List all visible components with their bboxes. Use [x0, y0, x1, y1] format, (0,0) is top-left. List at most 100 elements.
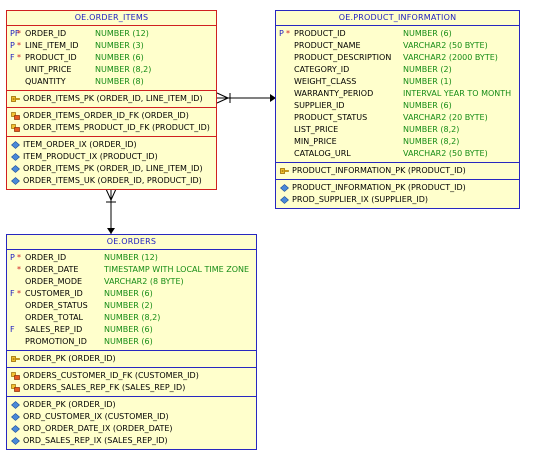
- column-type: NUMBER (2): [403, 65, 452, 74]
- column-name: SALES_REP_ID: [25, 325, 83, 334]
- key-flag: P: [10, 253, 15, 262]
- index-row[interactable]: PRODUCT_INFORMATION_PK (PRODUCT_ID): [276, 182, 519, 194]
- column-name: PRODUCT_STATUS: [294, 113, 368, 122]
- column-name: CUSTOMER_ID: [25, 289, 83, 298]
- foreign-key-row[interactable]: ORDER_ITEMS_ORDER_ID_FK (ORDER_ID): [7, 110, 216, 122]
- index-diamond-icon: [11, 400, 20, 409]
- primary-keys-section: PRODUCT_INFORMATION_PK (PRODUCT_ID): [276, 163, 519, 180]
- required-marker: *: [17, 41, 21, 50]
- primary-key-row-label: ORDER_PK (ORDER_ID): [23, 354, 116, 363]
- column-row[interactable]: MIN_PRICE NUMBER (8,2): [276, 136, 519, 148]
- column-name: ORDER_DATE: [25, 265, 79, 274]
- index-row[interactable]: ITEM_ORDER_IX (ORDER_ID): [7, 139, 216, 151]
- foreign-key-row[interactable]: ORDERS_SALES_REP_FK (SALES_REP_ID): [7, 382, 256, 394]
- column-type: VARCHAR2 (8 BYTE): [104, 277, 184, 286]
- entity-title: OE.PRODUCT_INFORMATION: [276, 11, 519, 26]
- column-type: NUMBER (8,2): [403, 137, 460, 146]
- index-row[interactable]: ORDER_ITEMS_UK (ORDER_ID, PRODUCT_ID): [7, 175, 216, 187]
- index-row-label: PROD_SUPPLIER_IX (SUPPLIER_ID): [292, 195, 429, 204]
- index-row-label: ORD_SALES_REP_IX (SALES_REP_ID): [23, 436, 168, 445]
- column-type: NUMBER (12): [104, 253, 158, 262]
- column-name: ORDER_STATUS: [25, 301, 88, 310]
- column-name: PRODUCT_ID: [294, 29, 346, 38]
- foreign-key-icon: [11, 111, 20, 120]
- primary-keys-section: ORDER_ITEMS_PK (ORDER_ID, LINE_ITEM_ID): [7, 91, 216, 108]
- indexes-section: ORDER_PK (ORDER_ID)ORD_CUSTOMER_IX (CUST…: [7, 397, 256, 449]
- index-row[interactable]: ORD_ORDER_DATE_IX (ORDER_DATE): [7, 423, 256, 435]
- column-row[interactable]: WEIGHT_CLASS NUMBER (1): [276, 76, 519, 88]
- column-name: PRODUCT_ID: [25, 53, 77, 62]
- column-type: NUMBER (8,2): [104, 313, 161, 322]
- required-marker: *: [17, 53, 21, 62]
- index-row[interactable]: ORDER_ITEMS_PK (ORDER_ID, LINE_ITEM_ID): [7, 163, 216, 175]
- column-name: MIN_PRICE: [294, 137, 337, 146]
- index-row[interactable]: ORDER_PK (ORDER_ID): [7, 399, 256, 411]
- index-diamond-icon: [11, 412, 20, 421]
- key-flag: F: [10, 289, 15, 298]
- primary-key-row[interactable]: ORDER_ITEMS_PK (ORDER_ID, LINE_ITEM_ID): [7, 93, 216, 105]
- index-diamond-icon: [11, 152, 20, 161]
- required-marker: *: [286, 29, 290, 38]
- column-type: NUMBER (6): [403, 101, 452, 110]
- column-type: NUMBER (2): [104, 301, 153, 310]
- index-row[interactable]: PROD_SUPPLIER_IX (SUPPLIER_ID): [276, 194, 519, 206]
- index-row[interactable]: ORD_CUSTOMER_IX (CUSTOMER_ID): [7, 411, 256, 423]
- primary-key-row[interactable]: ORDER_PK (ORDER_ID): [7, 353, 256, 365]
- foreign-key-row[interactable]: ORDER_ITEMS_PRODUCT_ID_FK (PRODUCT_ID): [7, 122, 216, 134]
- required-marker: *: [17, 289, 21, 298]
- primary-key-row[interactable]: PRODUCT_INFORMATION_PK (PRODUCT_ID): [276, 165, 519, 177]
- column-name: WEIGHT_CLASS: [294, 77, 357, 86]
- column-name: ORDER_ID: [25, 253, 67, 262]
- foreign-key-row-label: ORDERS_CUSTOMER_ID_FK (CUSTOMER_ID): [23, 371, 199, 380]
- column-type: NUMBER (3): [95, 41, 144, 50]
- column-name: CATEGORY_ID: [294, 65, 350, 74]
- foreign-key-row[interactable]: ORDERS_CUSTOMER_ID_FK (CUSTOMER_ID): [7, 370, 256, 382]
- column-name: ORDER_TOTAL: [25, 313, 84, 322]
- foreign-keys-section: ORDERS_CUSTOMER_ID_FK (CUSTOMER_ID) ORDER…: [7, 368, 256, 397]
- index-row-label: ORD_CUSTOMER_IX (CUSTOMER_ID): [23, 412, 169, 421]
- foreign-key-icon: [11, 123, 20, 132]
- column-name: LIST_PRICE: [294, 125, 339, 134]
- column-row[interactable]: ORDER_STATUS NUMBER (2): [7, 300, 256, 312]
- column-row[interactable]: ORDER_TOTAL NUMBER (8,2): [7, 312, 256, 324]
- index-row[interactable]: ITEM_PRODUCT_IX (PRODUCT_ID): [7, 151, 216, 163]
- column-name: LINE_ITEM_ID: [25, 41, 79, 50]
- many-crowfoot-items-orders: [105, 188, 112, 201]
- column-type: NUMBER (1): [403, 77, 452, 86]
- index-row-label: ORDER_ITEMS_UK (ORDER_ID, PRODUCT_ID): [23, 176, 202, 185]
- column-row[interactable]: CATEGORY_ID NUMBER (2): [276, 64, 519, 76]
- key-flag: PF: [10, 29, 20, 38]
- column-name: PRODUCT_NAME: [294, 41, 361, 50]
- entity-title: OE.ORDER_ITEMS: [7, 11, 216, 26]
- column-type: TIMESTAMP WITH LOCAL TIME ZONE: [104, 265, 250, 274]
- foreign-key-row-label: ORDER_ITEMS_ORDER_ID_FK (ORDER_ID): [23, 111, 189, 120]
- index-row[interactable]: ORD_SALES_REP_IX (SALES_REP_ID): [7, 435, 256, 447]
- primary-key-row-label: ORDER_ITEMS_PK (ORDER_ID, LINE_ITEM_ID): [23, 94, 203, 103]
- arrowhead-product: [270, 94, 276, 102]
